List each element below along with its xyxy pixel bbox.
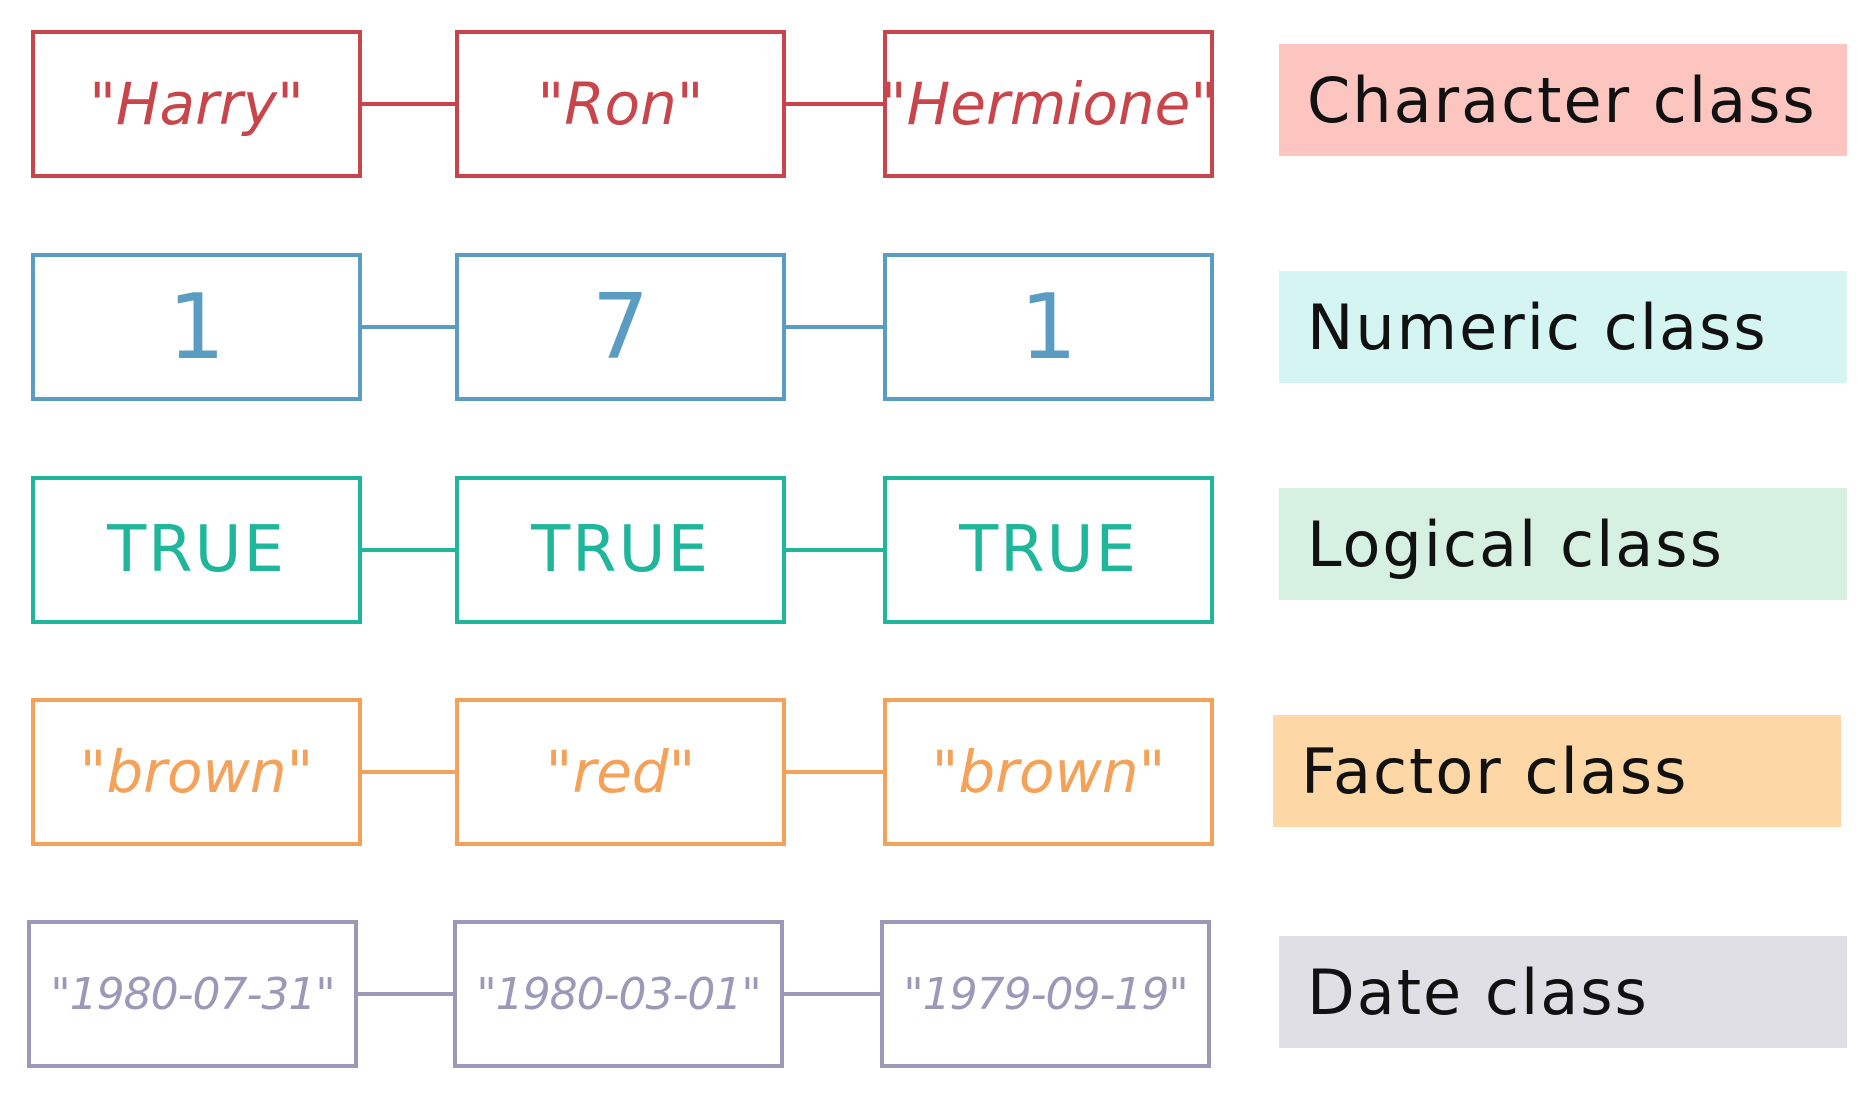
- numeric-value-box: 1: [883, 253, 1214, 401]
- connector-line: [786, 770, 883, 774]
- factor-value-box: "brown": [31, 698, 362, 846]
- character-value-box: "Ron": [455, 30, 786, 178]
- numeric-value-box: 7: [455, 253, 786, 401]
- date-value: "1980-07-31": [50, 968, 335, 1020]
- factor-value: "brown": [79, 738, 314, 806]
- date-class-row: "1980-07-31" "1980-03-01" "1979-09-19" D…: [0, 920, 1866, 1080]
- numeric-value-box: 1: [31, 253, 362, 401]
- date-value-box: "1979-09-19": [880, 920, 1211, 1068]
- numeric-value: 7: [591, 274, 650, 380]
- connector-line: [362, 102, 455, 106]
- logical-value: TRUE: [531, 513, 710, 587]
- logical-value-box: TRUE: [31, 476, 362, 624]
- logical-value: TRUE: [959, 513, 1138, 587]
- character-value-box: "Hermione": [879, 30, 1218, 178]
- date-value-box: "1980-07-31": [27, 920, 358, 1068]
- factor-class-row: "brown" "red" "brown" Factor class: [0, 698, 1866, 858]
- factor-class-label: Factor class: [1273, 715, 1841, 827]
- date-value-box: "1980-03-01": [453, 920, 784, 1068]
- logical-value-box: TRUE: [455, 476, 786, 624]
- numeric-value: 1: [167, 274, 226, 380]
- factor-value: "brown": [931, 738, 1166, 806]
- logical-class-label: Logical class: [1279, 488, 1847, 600]
- connector-line: [786, 548, 883, 552]
- connector-line: [358, 992, 453, 996]
- character-class-label-text: Character class: [1307, 63, 1817, 137]
- connector-line: [786, 102, 883, 106]
- factor-value-box: "red": [455, 698, 786, 846]
- numeric-value: 1: [1019, 274, 1078, 380]
- connector-line: [786, 325, 883, 329]
- character-class-label: Character class: [1279, 44, 1847, 156]
- character-value-box: "Harry": [31, 30, 362, 178]
- character-value: "Harry": [89, 70, 304, 138]
- logical-class-label-text: Logical class: [1307, 507, 1724, 581]
- numeric-class-label-text: Numeric class: [1307, 290, 1768, 364]
- numeric-class-row: 1 7 1 Numeric class: [0, 253, 1866, 413]
- character-class-row: "Harry" "Ron" "Hermione" Character class: [0, 30, 1866, 190]
- logical-value: TRUE: [107, 513, 286, 587]
- logical-value-box: TRUE: [883, 476, 1214, 624]
- connector-line: [362, 548, 455, 552]
- date-value: "1980-03-01": [476, 968, 761, 1020]
- connector-line: [784, 992, 880, 996]
- date-class-label-text: Date class: [1307, 955, 1649, 1029]
- connector-line: [362, 325, 455, 329]
- factor-class-label-text: Factor class: [1301, 734, 1689, 808]
- numeric-class-label: Numeric class: [1279, 271, 1847, 383]
- factor-value: "red": [545, 738, 696, 806]
- date-value: "1979-09-19": [903, 968, 1188, 1020]
- character-value: "Hermione": [879, 70, 1218, 138]
- factor-value-box: "brown": [883, 698, 1214, 846]
- character-value: "Ron": [537, 70, 704, 138]
- logical-class-row: TRUE TRUE TRUE Logical class: [0, 476, 1866, 636]
- date-class-label: Date class: [1279, 936, 1847, 1048]
- connector-line: [362, 770, 455, 774]
